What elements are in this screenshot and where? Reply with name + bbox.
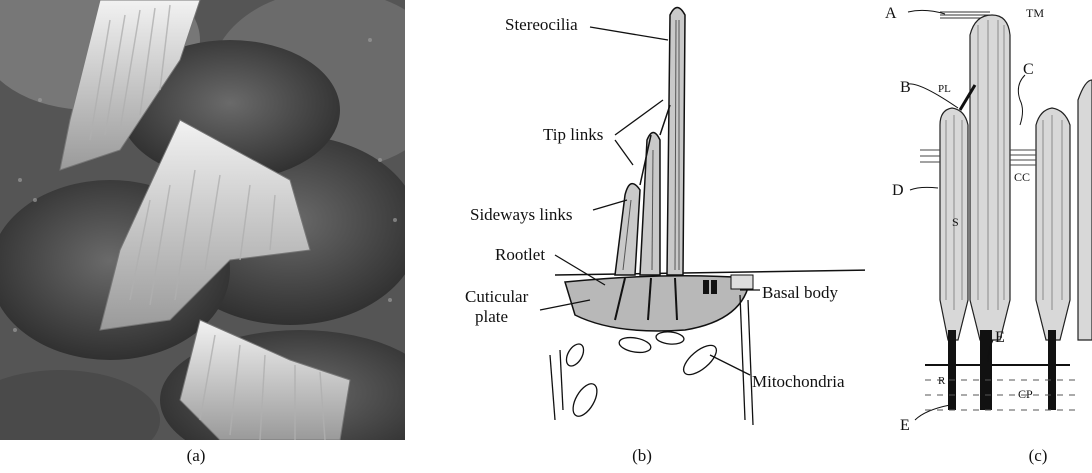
label-R: R	[938, 375, 946, 387]
panel-b-stereocilia-diagram: Stereocilia Tip links Sideways links Roo…	[415, 0, 865, 440]
sem-micrograph	[0, 0, 405, 440]
label-CC: CC	[1014, 170, 1030, 184]
mitochondria-shapes	[563, 331, 721, 420]
label-plate: plate	[475, 307, 508, 326]
label-B: B	[900, 79, 911, 96]
label-basal-body: Basal body	[762, 283, 839, 302]
label-CP: CP	[1018, 387, 1033, 401]
cuticular-plate	[565, 276, 750, 331]
apical-membrane	[555, 270, 865, 275]
caption-b: (b)	[612, 446, 672, 466]
label-cuticular: Cuticular	[465, 287, 529, 306]
label-rootlet: Rootlet	[495, 245, 545, 264]
label-E-low: E	[900, 417, 910, 434]
label-D: D	[892, 182, 904, 199]
label-S: S	[952, 215, 959, 229]
label-stereocilia: Stereocilia	[505, 15, 578, 34]
label-A: A	[885, 5, 897, 22]
panel-c-section-diagram: A TM B PL C CC D S E R CP E	[880, 0, 1092, 440]
label-C: C	[1023, 61, 1034, 78]
label-TM: TM	[1026, 6, 1044, 20]
label-PL: PL	[938, 83, 951, 95]
caption-c: (c)	[1008, 446, 1068, 466]
label-tip-links: Tip links	[543, 125, 603, 144]
section-diagram: A TM B PL C CC D S E R CP E	[880, 0, 1092, 440]
stereocilia-diagram: Stereocilia Tip links Sideways links Roo…	[415, 0, 865, 440]
caption-a: (a)	[166, 446, 226, 466]
panel-a-sem-image	[0, 0, 405, 440]
label-mitochondria: Mitochondria	[752, 372, 845, 391]
label-sideways-links: Sideways links	[470, 205, 572, 224]
label-E-mid: E	[995, 329, 1005, 346]
